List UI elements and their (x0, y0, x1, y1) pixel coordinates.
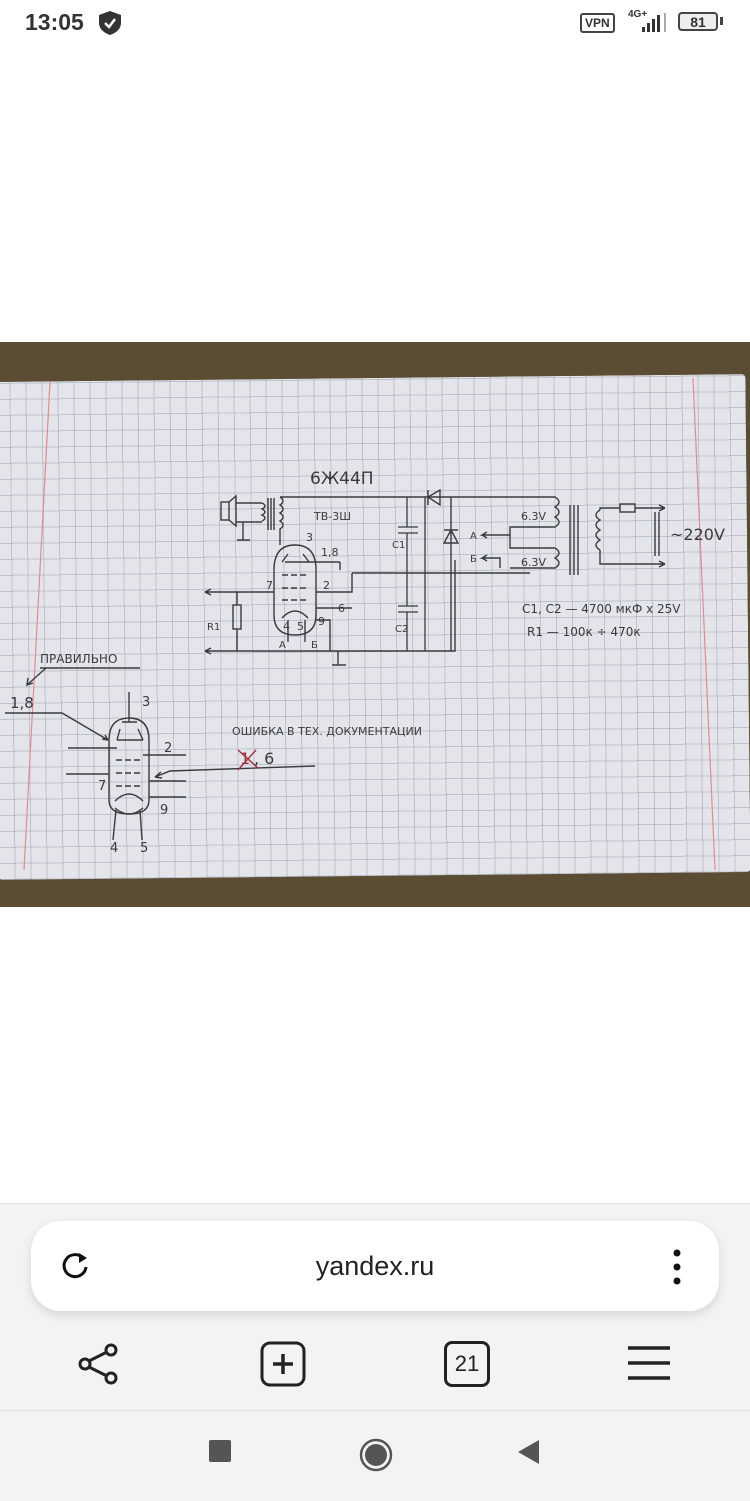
strike-mark (237, 749, 259, 771)
battery-indicator: 81 (678, 12, 718, 31)
status-bar: 13:05 VPN 4G+ 81 (0, 0, 750, 48)
home-button[interactable] (358, 1437, 394, 1473)
tube-symbol (273, 544, 317, 636)
clock: 13:05 (25, 9, 84, 35)
new-tab-icon[interactable] (260, 1341, 306, 1387)
diode-2 (442, 497, 460, 651)
pin-label: 7 (266, 579, 273, 592)
resistor-r1 (232, 604, 242, 630)
transformer-winding (278, 496, 284, 545)
pin-label: 1,8 (321, 546, 339, 559)
divider (0, 1410, 750, 1411)
schematic-drawing: 6Ж44П ТВ-3Ш 3 1,8 7 2 6 9 4 5 А Б R1 C1 … (5, 377, 725, 871)
error-pins: , 6 (254, 749, 274, 768)
error-note: ОШИБКА В ТЕХ. ДОКУМЕНТАЦИИ (232, 725, 422, 738)
tabs-count-button[interactable]: 21 (444, 1341, 490, 1387)
more-options-icon[interactable] (667, 1249, 687, 1285)
battery-tip (720, 17, 723, 25)
net-label: А (279, 640, 286, 651)
correct-label: ПРАВИЛЬНО (40, 652, 117, 666)
recents-button[interactable] (208, 1439, 232, 1463)
correct-pins: 1,8 (10, 694, 34, 712)
lower-tube-symbol (108, 717, 150, 815)
pin-label: 2 (323, 579, 330, 592)
pin-label: 3 (142, 695, 150, 710)
speaker-symbol (220, 494, 275, 541)
browser-bottom-panel: yandex.ru 21 (0, 1203, 750, 1501)
signal-icon (642, 13, 666, 32)
c1-label: C1 (392, 540, 405, 551)
mains-label: ~220V (670, 525, 725, 544)
struck-pin: 1 (240, 749, 250, 768)
pin-label: 6 (338, 602, 345, 615)
correct-arrow (5, 667, 140, 741)
voltage-label: 6.3V (521, 510, 546, 523)
pin-label: 5 (297, 620, 304, 633)
capacitor-spec: C1, C2 — 4700 мкФ x 25V (522, 602, 681, 616)
tube-title: 6Ж44П (310, 469, 374, 489)
voltage-label: 6.3V (521, 556, 546, 569)
pin-label: 9 (318, 615, 325, 628)
pin-label: 3 (306, 531, 313, 544)
pin-label: 2 (164, 741, 172, 756)
diode-1 (426, 488, 441, 507)
pin-label: 4 (283, 620, 290, 633)
margin-line-left (23, 381, 51, 871)
share-icon[interactable] (76, 1341, 122, 1387)
pin-label: 7 (98, 779, 106, 794)
network-type: 4G+ (628, 9, 648, 20)
vpn-indicator: VPN (580, 13, 615, 33)
shield-check-icon (99, 11, 121, 35)
address-bar[interactable]: yandex.ru (31, 1221, 719, 1311)
net-label: Б (311, 640, 318, 651)
transformer-label: ТВ-3Ш (313, 510, 351, 523)
url-text[interactable]: yandex.ru (315, 1251, 435, 1281)
menu-icon[interactable] (626, 1341, 672, 1387)
margin-line-right (692, 377, 716, 871)
resistor-spec: R1 — 100к ÷ 470к (527, 625, 641, 639)
pin-label: 4 (110, 841, 118, 856)
reload-icon[interactable] (59, 1249, 93, 1283)
fuse-symbol (619, 503, 636, 513)
back-button[interactable] (515, 1439, 541, 1465)
net-label: А (470, 531, 477, 542)
pin-label: 5 (140, 841, 148, 856)
c2-label: C2 (395, 624, 408, 635)
r1-label: R1 (207, 622, 220, 633)
net-label: Б (470, 554, 477, 565)
schematic-photo[interactable]: 6Ж44П ТВ-3Ш 3 1,8 7 2 6 9 4 5 А Б R1 C1 … (0, 342, 750, 907)
pin-label: 9 (160, 803, 168, 818)
